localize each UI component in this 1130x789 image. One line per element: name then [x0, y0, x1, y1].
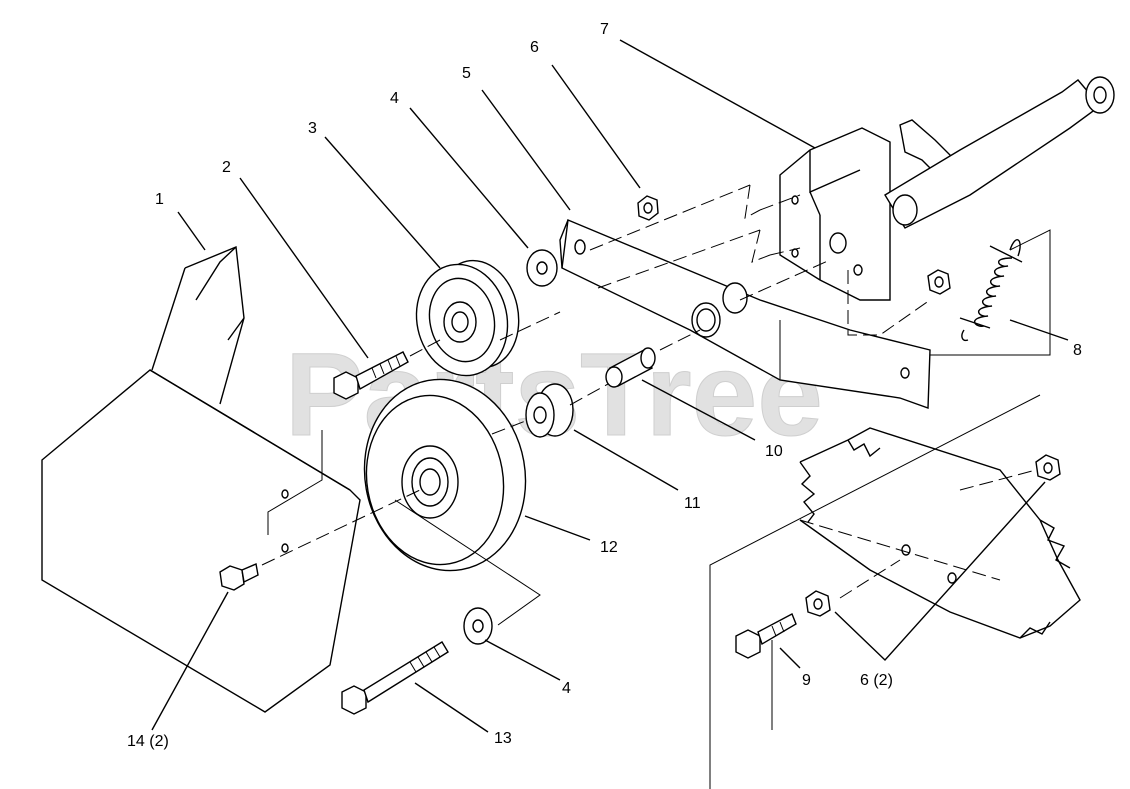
- callout-3: 3: [308, 120, 317, 137]
- callout-14-pair: 14 (2): [127, 733, 169, 750]
- frame-section: [799, 427, 1081, 639]
- part-12-large-pulley: [363, 378, 527, 572]
- part-2-bolt: [333, 351, 409, 400]
- part-7-bracket-shaft: [779, 76, 1115, 301]
- callout-6-upper: 6: [530, 39, 539, 56]
- callout-10: 10: [765, 443, 783, 460]
- part-1-belt-guard: [41, 245, 361, 713]
- callout-6-pair: 6 (2): [860, 672, 893, 689]
- part-8-spring: [959, 239, 1023, 342]
- callout-13: 13: [494, 730, 512, 747]
- part-5-idler-arm: [559, 218, 931, 409]
- callout-12: 12: [600, 539, 618, 556]
- part-10-spacer: [605, 347, 656, 388]
- part-6-nut-right: [1035, 454, 1061, 481]
- callout-labels: 1 2 3 4 5 6 7 8 9 6 (2) 10 11 12 4 13 14…: [127, 21, 1082, 750]
- callout-8: 8: [1073, 342, 1082, 359]
- callout-5: 5: [462, 65, 471, 82]
- callout-1: 1: [155, 191, 164, 208]
- part-9-bolt: [735, 613, 797, 659]
- part-3-idler-pulley: [415, 259, 520, 377]
- part-11-bushing: [525, 383, 574, 438]
- part-6-nut-lower: [805, 590, 831, 617]
- callout-4-lower: 4: [562, 680, 571, 697]
- part-4-washer-upper: [526, 249, 558, 287]
- callout-4-upper: 4: [390, 90, 399, 107]
- callout-9: 9: [802, 672, 811, 689]
- callout-7: 7: [600, 21, 609, 38]
- callout-11: 11: [684, 495, 701, 512]
- part-6-nut-upper: [637, 195, 659, 221]
- part-14-flange-bolt: [219, 563, 259, 591]
- part-13-long-bolt: [341, 641, 449, 715]
- part-4-washer-lower: [463, 607, 493, 645]
- part-nut-bracket: [927, 269, 951, 295]
- callout-2: 2: [222, 159, 231, 176]
- assembly-lines: [261, 184, 1051, 789]
- leader-lines: [151, 39, 1069, 733]
